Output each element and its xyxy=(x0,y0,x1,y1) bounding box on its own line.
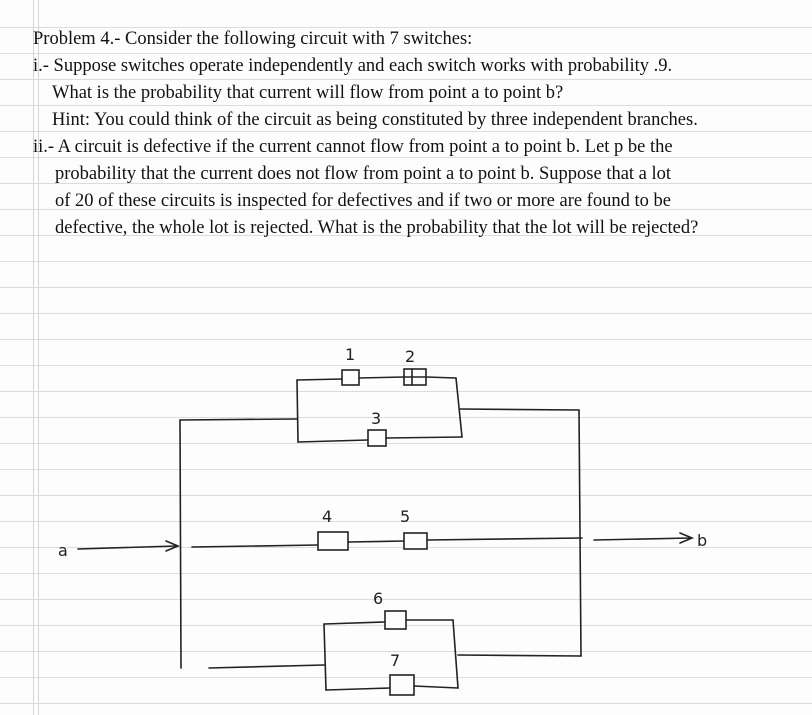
top-branch xyxy=(179,368,580,447)
switch-7 xyxy=(389,674,415,696)
part-ii-line-1: ii.- A circuit is defective if the curre… xyxy=(33,137,673,157)
margin-line xyxy=(38,0,39,715)
output-wire xyxy=(593,532,695,544)
point-a-label: a xyxy=(58,541,68,560)
switch-6 xyxy=(384,610,407,630)
switch-2-label: 2 xyxy=(405,347,415,366)
switch-1 xyxy=(341,369,360,386)
switch-3-label: 3 xyxy=(371,409,381,428)
part-i-line-1: i.- Suppose switches operate independent… xyxy=(33,56,673,76)
part-i-hint: Hint: You could think of the circuit as … xyxy=(52,110,698,130)
middle-branch xyxy=(191,531,583,551)
switch-6-label: 6 xyxy=(373,589,383,608)
problem-title: Problem 4.- Consider the following circu… xyxy=(33,29,473,49)
left-rail xyxy=(179,419,182,669)
part-ii-line-2: probability that the current does not fl… xyxy=(55,164,672,184)
part-ii-line-4: defective, the whole lot is rejected. Wh… xyxy=(55,218,699,238)
switch-1-label: 1 xyxy=(345,345,355,364)
input-wire xyxy=(77,540,181,552)
part-i-line-2: What is the probability that current wil… xyxy=(52,83,564,103)
right-rail xyxy=(578,409,582,657)
switch-5 xyxy=(403,532,428,550)
margin-line xyxy=(33,0,34,715)
point-b-label: b xyxy=(697,531,707,550)
bottom-branch xyxy=(208,610,582,696)
switch-4 xyxy=(317,531,349,551)
switch-3 xyxy=(367,429,387,447)
switch-5-label: 5 xyxy=(400,507,410,526)
part-ii-line-3: of 20 of these circuits is inspected for… xyxy=(55,191,671,211)
switch-7-label: 7 xyxy=(390,651,400,670)
switch-4-label: 4 xyxy=(322,507,332,526)
